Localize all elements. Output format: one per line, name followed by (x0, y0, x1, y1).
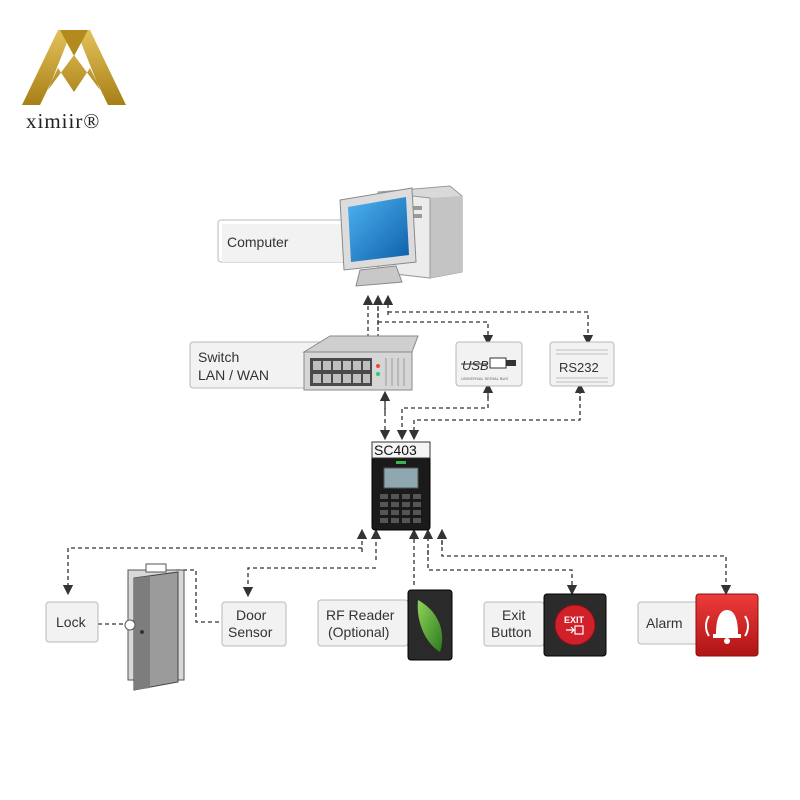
rs232-box (549, 341, 615, 387)
switch-node: Switch LAN / WAN (189, 335, 419, 391)
usb-fine-print: UNIVERSAL SERIAL BUS (461, 376, 508, 381)
door-sensor-node: Door Sensor (221, 601, 287, 647)
exit-button-node: Exit Button EXIT (483, 593, 607, 657)
keypad-icon (380, 494, 421, 523)
network-switch-icon (302, 335, 419, 391)
switch-label-line1: Switch (198, 349, 239, 365)
computer-label: Computer (227, 234, 289, 250)
rf-reader-label-line1: RF Reader (326, 607, 395, 623)
rs232-label: RS232 (559, 360, 599, 375)
lock-label: Lock (56, 614, 87, 630)
exit-icon-text: EXIT (564, 615, 585, 625)
door-icon (124, 563, 185, 691)
alarm-bell-icon (695, 593, 759, 657)
controller-node: SC403 (371, 441, 431, 531)
usb-box (455, 341, 523, 387)
door-sensor-label-box (221, 601, 287, 647)
usb-plug-icon (489, 357, 516, 369)
monitor-icon (339, 187, 417, 287)
door-sensor-label-line1: Door (236, 607, 267, 623)
rs232-node: RS232 (549, 341, 615, 387)
switch-label-line2: LAN / WAN (198, 367, 269, 383)
brand-name: ximiir® (26, 109, 100, 133)
exit-label-line1: Exit (502, 607, 525, 623)
lock-label-box (45, 601, 99, 643)
logo-mark (22, 30, 126, 105)
alarm-node: Alarm (637, 593, 759, 657)
exit-button-icon: EXIT (543, 593, 607, 657)
door-sensor-label-line2: Sensor (228, 624, 273, 640)
usb-label: USB (462, 358, 489, 373)
rf-reader-label-line2: (Optional) (328, 624, 389, 640)
brand-logo: ximiir® (22, 30, 126, 133)
rf-reader-node: RF Reader (Optional) (317, 589, 453, 661)
connectors (62, 294, 732, 625)
rf-reader-icon (407, 589, 453, 661)
exit-label-line2: Button (491, 624, 531, 640)
computer-node: Computer (217, 185, 463, 287)
logo-mark-inner (60, 30, 88, 56)
lock-node: Lock (45, 601, 99, 643)
alarm-label: Alarm (646, 615, 683, 631)
usb-node: USB UNIVERSAL SERIAL BUS (455, 341, 523, 387)
controller-model: SC403 (374, 442, 417, 458)
